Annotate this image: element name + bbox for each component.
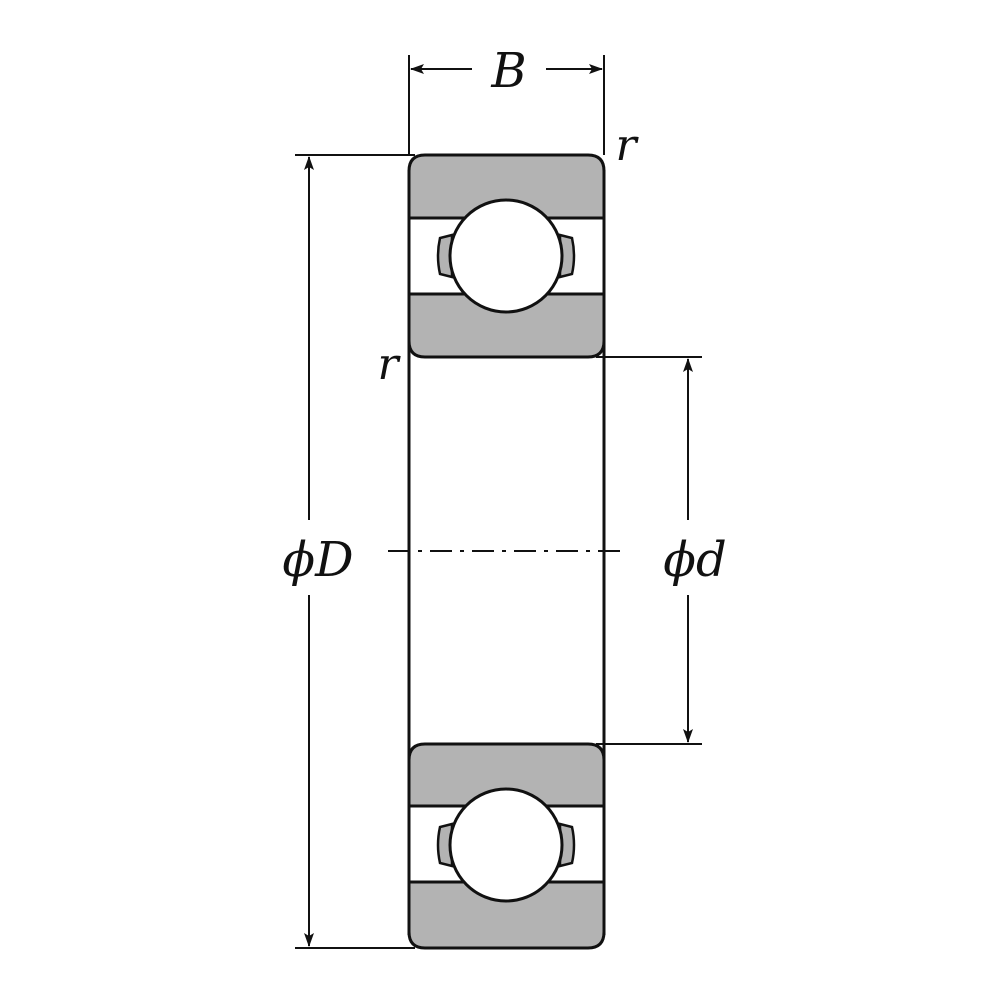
inner-diameter-label: ϕd	[663, 532, 726, 588]
bottom-cage-left	[436, 822, 454, 868]
radius-label-left: r	[377, 339, 401, 390]
outer-diameter-label: ϕD	[282, 532, 353, 588]
inner-diameter-dimension	[596, 356, 702, 745]
bottom-section	[407, 742, 606, 950]
top-section	[407, 153, 606, 359]
radius-label-top: r	[615, 120, 639, 171]
width-dimension	[408, 55, 605, 155]
top-cage-left	[436, 233, 454, 279]
outer-diameter-dimension	[295, 154, 415, 949]
bottom-inner-ring	[407, 742, 606, 808]
top-cage-right	[558, 233, 576, 279]
width-label: B	[490, 43, 526, 99]
top-inner-ring	[407, 292, 606, 359]
top-ball	[448, 198, 564, 314]
top-outer-ring	[407, 153, 606, 220]
bottom-outer-ring	[407, 880, 606, 950]
bottom-cage-right	[558, 822, 576, 868]
bottom-ball	[448, 787, 564, 903]
